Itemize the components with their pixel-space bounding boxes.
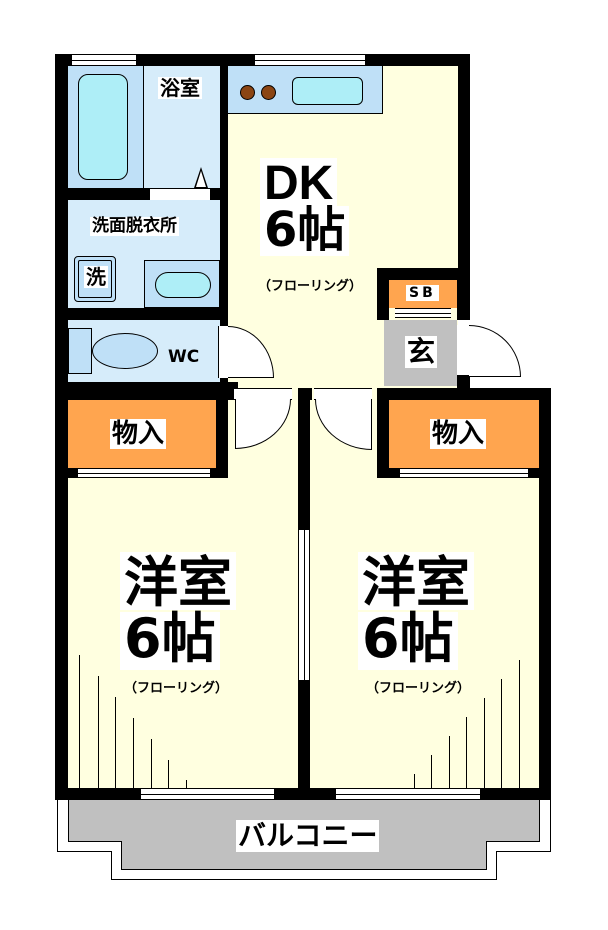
western-left-floor-label: （フローリング）: [124, 681, 229, 696]
balcony-label: バルコニー: [236, 819, 380, 852]
washer-pan-inner: [78, 260, 112, 298]
closet-left-label: 物入: [110, 419, 167, 449]
hatch-line: [484, 698, 485, 788]
western-left-label: 洋室: [120, 552, 236, 610]
western-right-size-label: 6帖: [358, 612, 458, 670]
wall: [457, 268, 470, 320]
washer-label: 洗: [84, 265, 108, 289]
shoebox-sliding-door: [395, 308, 451, 318]
wall: [377, 268, 389, 320]
toilet-bowl: [92, 333, 158, 369]
hatch-line: [115, 697, 116, 788]
hatch-line: [414, 774, 415, 788]
sliding-door-between-rooms: [298, 530, 310, 680]
hatch-line: [133, 718, 134, 788]
wall: [457, 374, 470, 392]
western-right-floor-label: （フローリング）: [366, 681, 471, 696]
kitchen-sink: [292, 77, 363, 105]
hatch-line: [519, 660, 520, 788]
toilet-tank: [68, 328, 92, 374]
hatch-line: [501, 679, 502, 788]
wall: [539, 388, 551, 798]
shoebox-label: SB: [406, 285, 439, 301]
wall: [220, 54, 228, 392]
wall: [55, 308, 228, 320]
wall: [377, 388, 549, 400]
window-balcony-left: [141, 788, 274, 800]
hatch-line: [98, 676, 99, 788]
closet-sliding-door-left: [78, 468, 210, 478]
western-right-label: 洋室: [358, 552, 474, 610]
wall: [377, 388, 389, 478]
dk-size-label: 6帖: [260, 206, 350, 256]
wall: [216, 388, 228, 478]
wc-label: WC: [168, 347, 200, 367]
western-left-size-label: 6帖: [120, 612, 220, 670]
window-kitchen: [255, 54, 365, 66]
wall: [377, 268, 470, 280]
bath-door-triangle-inner: [196, 171, 206, 187]
vanity-basin: [155, 272, 211, 298]
hatch-line: [466, 717, 467, 788]
dk-label: DK: [260, 158, 338, 208]
bathtub: [78, 74, 128, 180]
hatch-line: [431, 755, 432, 788]
wall: [55, 54, 68, 798]
window-bath: [72, 54, 136, 66]
hatch-line: [186, 780, 187, 788]
bath-label: 浴室: [158, 76, 202, 100]
hatch-line: [79, 655, 80, 788]
washroom-label: 洗面脱衣所: [90, 216, 179, 236]
wall: [458, 54, 470, 284]
window-balcony-right: [336, 788, 480, 800]
hatch-line: [168, 760, 169, 788]
wc-door-opening: [218, 326, 228, 378]
entrance-label: 玄: [405, 335, 438, 368]
hatch-line: [449, 736, 450, 788]
stove-burner-icon: [240, 85, 255, 100]
closet-right-label: 物入: [430, 419, 487, 449]
hatch-line: [151, 739, 152, 788]
entrance-door-swing-icon[interactable]: [469, 325, 521, 377]
wall: [55, 382, 238, 400]
closet-sliding-door-right: [400, 468, 528, 478]
bath-door-opening: [150, 188, 210, 200]
stove-burner-icon: [261, 85, 276, 100]
dk-floor-label: （フローリング）: [258, 279, 363, 294]
